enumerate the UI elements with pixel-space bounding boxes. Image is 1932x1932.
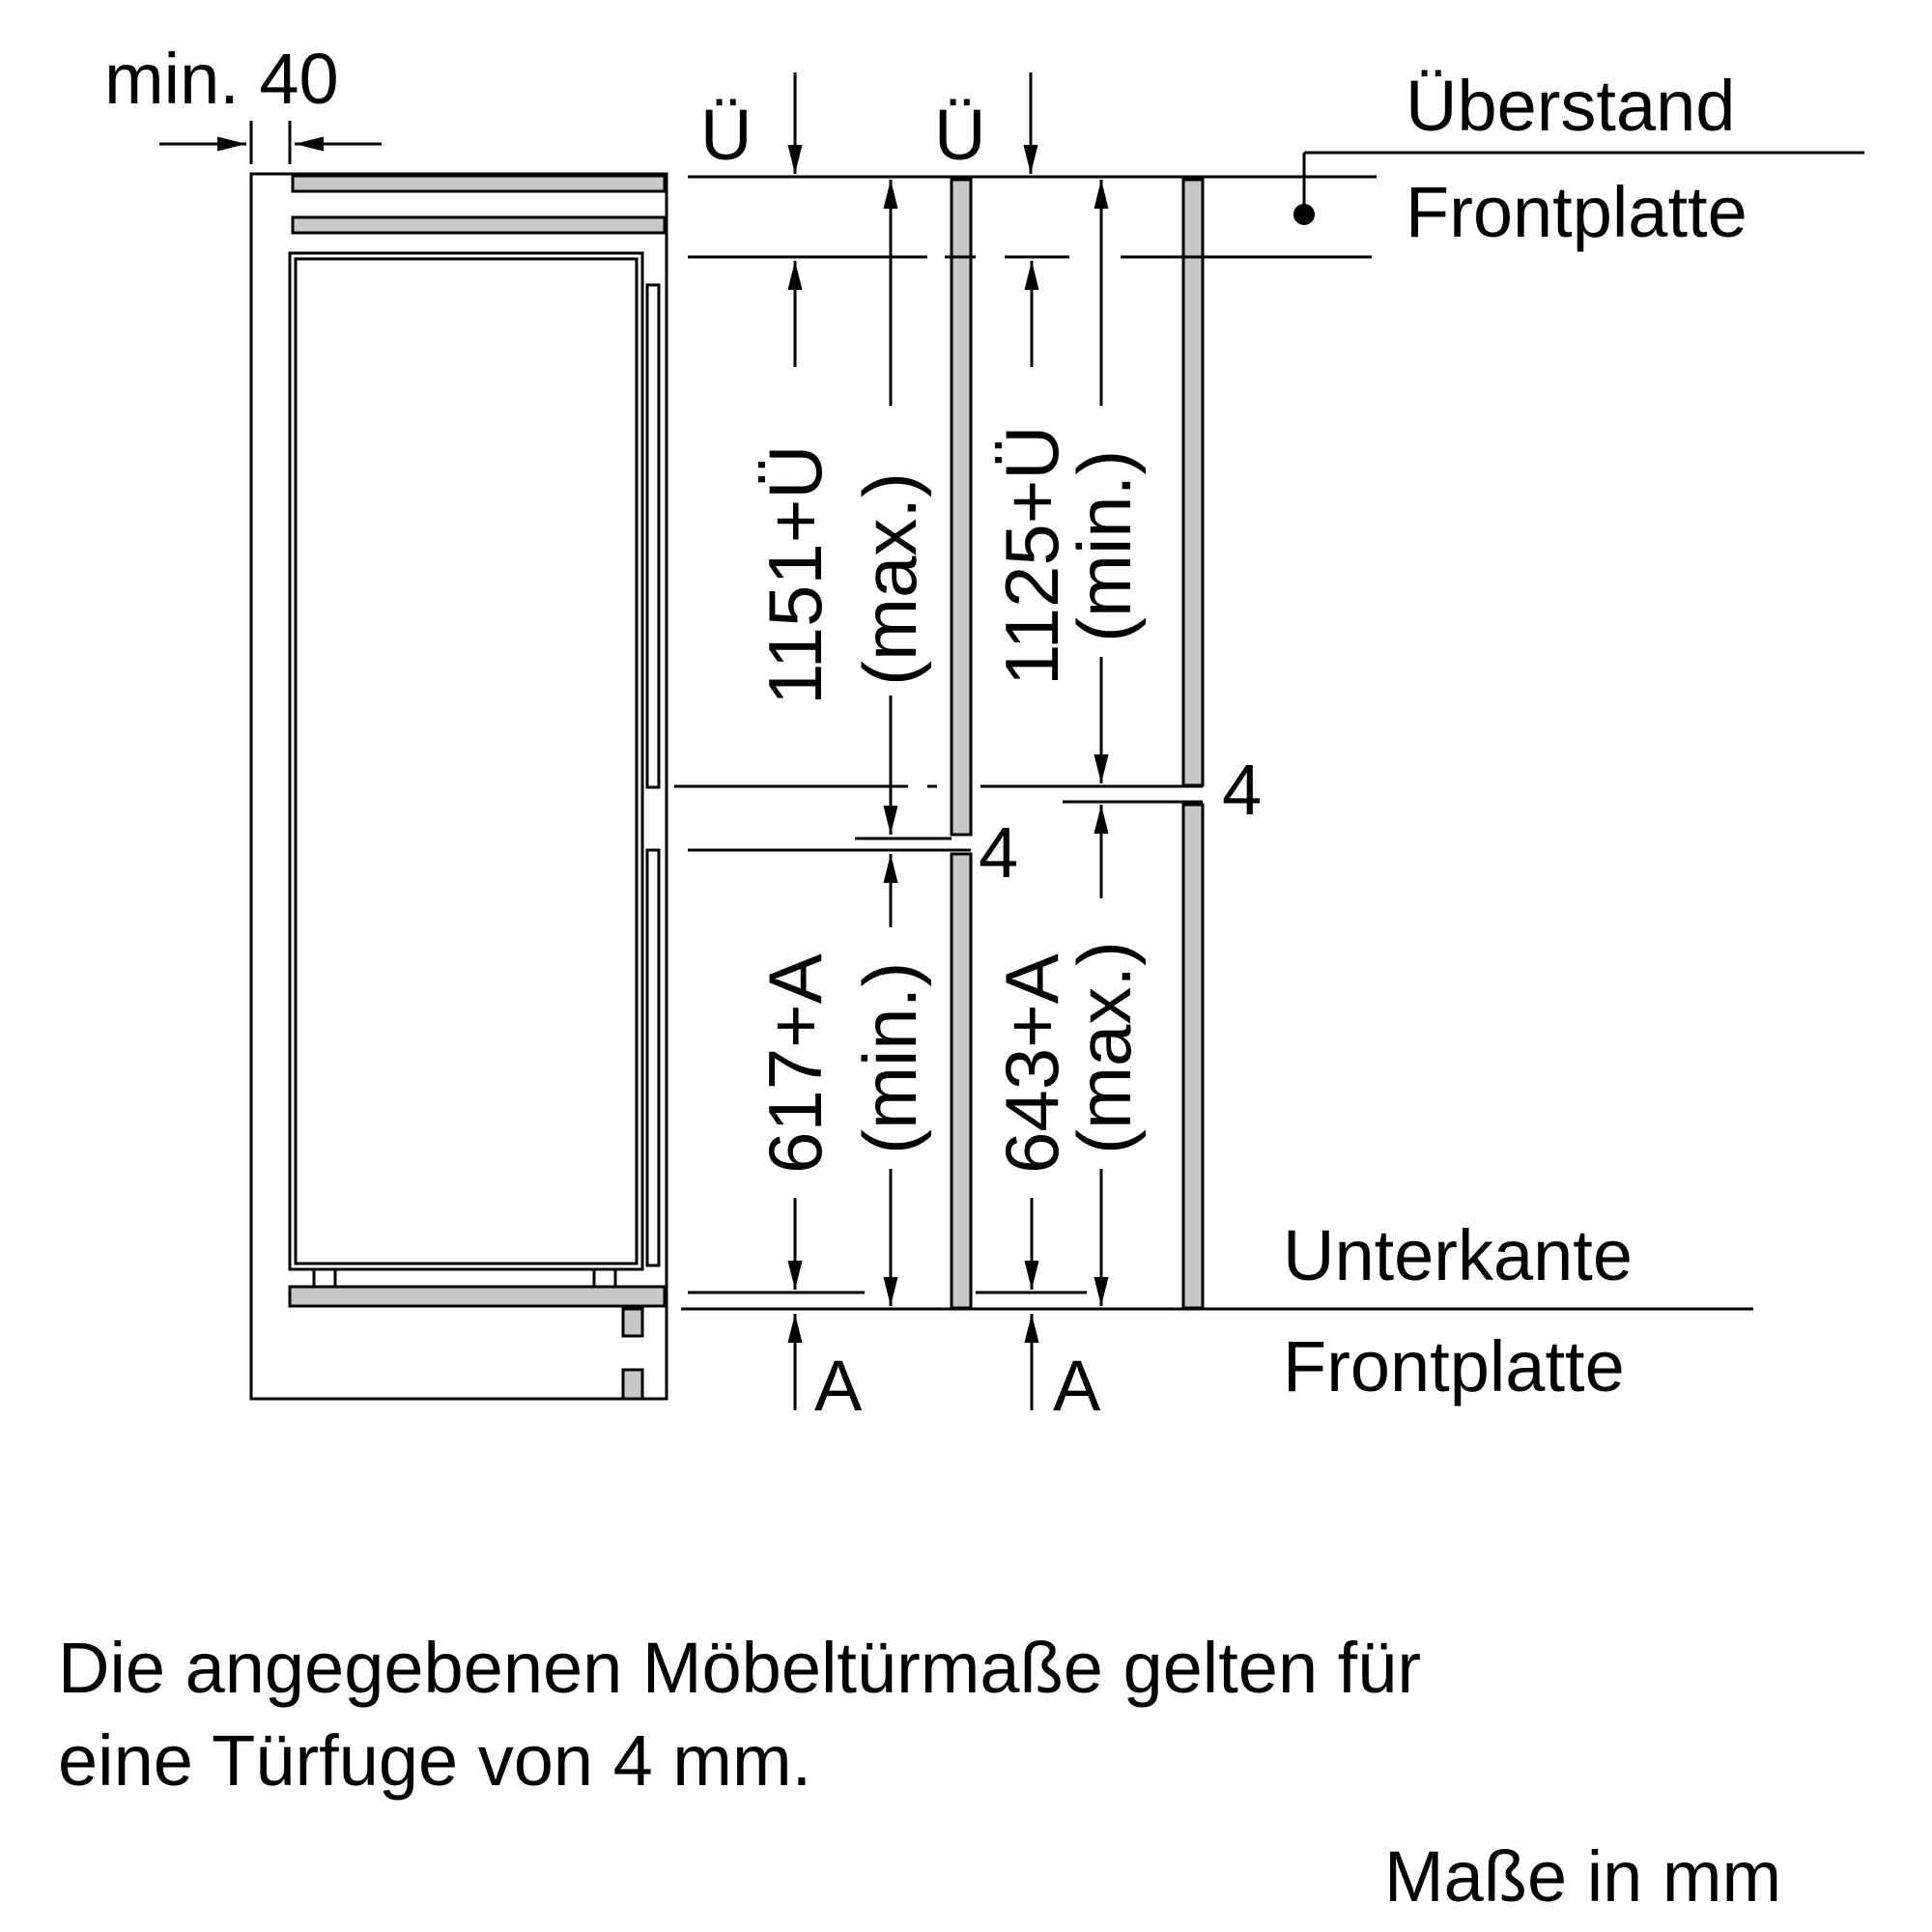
- gap-label-lower: 4: [979, 812, 1018, 893]
- appliance-body: [288, 251, 644, 1271]
- dim-top-max-qualifier: (max.): [847, 472, 932, 686]
- foot-left: [312, 1267, 337, 1289]
- foot-right: [592, 1267, 617, 1289]
- niche-outline: [249, 172, 668, 1401]
- ueberstand-dot: [1293, 204, 1315, 225]
- door-strip-lower: [645, 848, 661, 1267]
- front-panel-left-upper: [950, 178, 973, 837]
- front-panel-left-lower: [950, 852, 973, 1310]
- dim-top-min-qualifier: (min.): [1062, 450, 1147, 642]
- unterkante-label-line2: Frontplatte: [1283, 1326, 1625, 1406]
- dim-bottom-min-value: 617+A: [753, 953, 838, 1174]
- vent-block-2: [621, 1368, 644, 1401]
- ueberstand-label-line1: Überstand: [1406, 66, 1735, 146]
- top-panel-2: [291, 215, 667, 235]
- front-panels: [950, 178, 1205, 1310]
- min-40-label: min. 40: [104, 39, 339, 119]
- appliance-body-inner: [294, 257, 639, 1265]
- vent-block-1: [621, 1307, 644, 1338]
- dim-top-max-value: 1151+Ü: [753, 444, 838, 705]
- min-40-dimension: [159, 121, 382, 164]
- unterkante-label-line1: Unterkante: [1283, 1215, 1633, 1295]
- top-panel-1: [291, 174, 667, 193]
- dim-bottom-min-qualifier: (min.): [847, 962, 932, 1154]
- appliance-side-view: [249, 172, 668, 1401]
- u-symbol-right: Ü: [934, 95, 985, 175]
- front-panel-right-lower: [1181, 803, 1205, 1310]
- dimension-arrows: [787, 72, 1109, 1410]
- note-line-2: eine Türfuge von 4 mm.: [58, 1720, 811, 1801]
- door-strip-upper: [645, 283, 661, 789]
- a-label-left: A: [814, 1346, 863, 1426]
- u-symbol-left: Ü: [700, 95, 752, 175]
- bottom-plinth: [288, 1285, 667, 1308]
- units-note: Maße in mm: [1384, 1836, 1781, 1917]
- dim-bottom-max-value: 643+A: [989, 953, 1074, 1174]
- dim-bottom-max-qualifier: (max.): [1062, 941, 1147, 1154]
- ueberstand-label-line2: Frontplatte: [1406, 172, 1747, 252]
- gap-label-upper: 4: [1222, 750, 1262, 830]
- dim-top-min-value: 1125+Ü: [989, 425, 1074, 686]
- front-panel-right-upper: [1181, 178, 1205, 787]
- a-label-right: A: [1053, 1346, 1101, 1426]
- note-line-1: Die angegebenen Möbeltürmaße gelten für: [58, 1628, 1421, 1708]
